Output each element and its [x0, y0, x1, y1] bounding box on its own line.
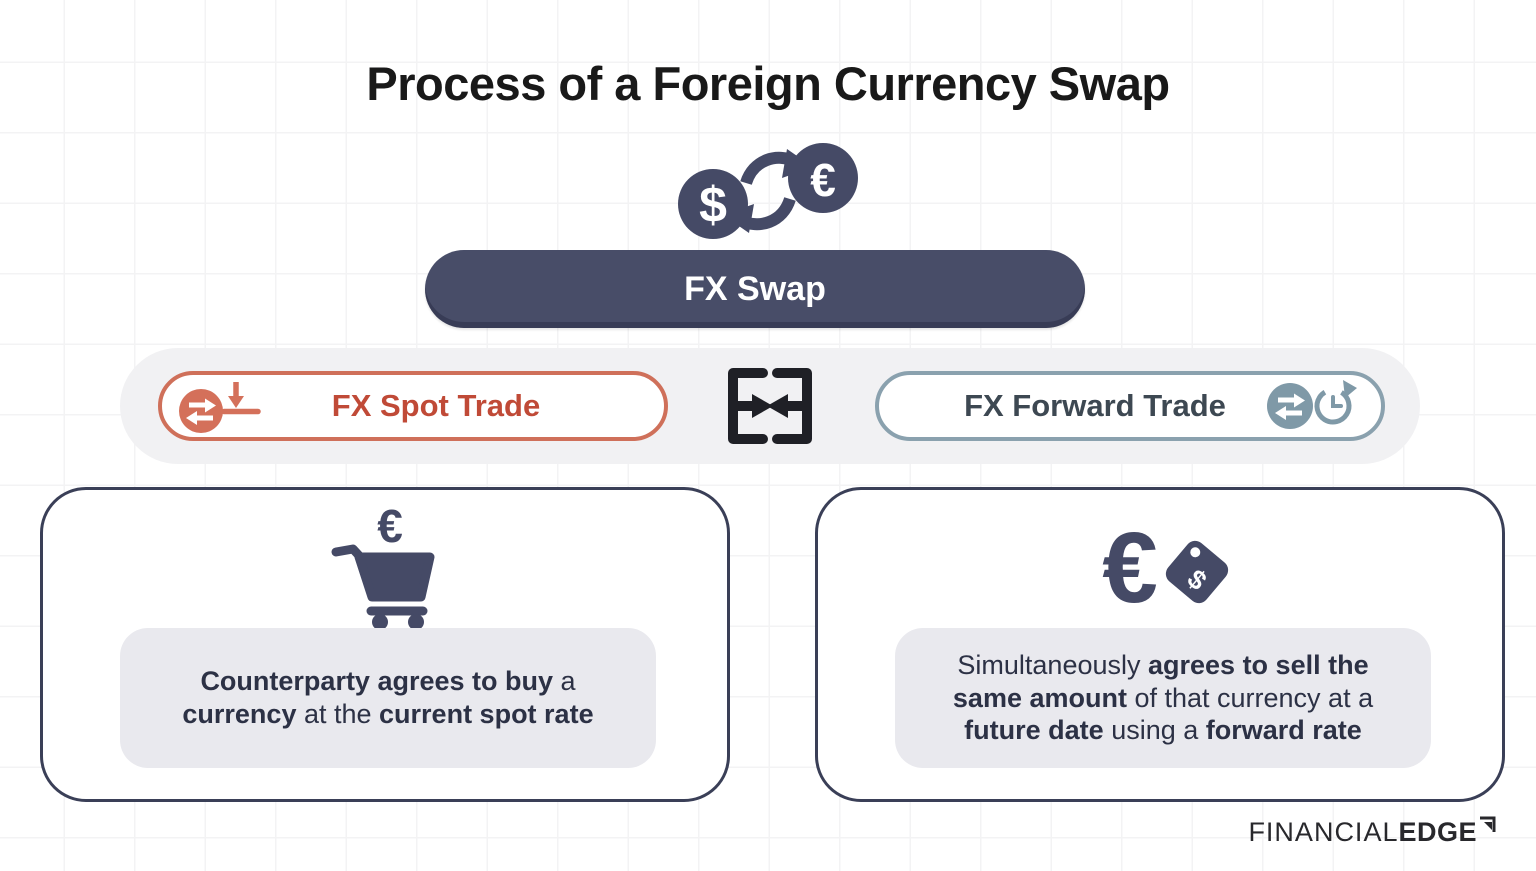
euro-shopping-cart-icon: €: [331, 500, 435, 630]
euro-price-tag-icon: € $: [1102, 512, 1229, 620]
fx-swap-node: FX Swap: [425, 250, 1085, 328]
fx-forward-trade-node: FX Forward Trade: [875, 371, 1385, 441]
spot-leg-text: Counterparty agrees to buy a currency at…: [182, 666, 594, 729]
legs-band: FX Spot Trade FX Forward Trade: [120, 348, 1420, 464]
logo-corner-mark-icon: [1480, 816, 1496, 832]
cart-euro-symbol: €: [377, 500, 403, 552]
dollar-symbol: $: [699, 177, 727, 233]
two-way-exchange-icon: [728, 368, 812, 444]
fx-spot-trade-node: FX Spot Trade: [158, 371, 668, 441]
euro-coin-icon: [788, 143, 858, 213]
forward-leg-card: € $ Simultaneously agrees to sell the sa…: [815, 487, 1505, 802]
logo-text-financial: FINANCIAL: [1248, 817, 1399, 847]
euro-symbol: €: [810, 154, 836, 206]
exchange-spot-settlement-icon: [179, 382, 261, 433]
tag-euro-symbol: €: [1102, 512, 1158, 620]
forward-leg-description: Simultaneously agrees to sell the same a…: [895, 628, 1431, 768]
logo-text-edge: EDGE: [1398, 817, 1477, 847]
dollar-euro-swap-icon: $ €: [678, 143, 858, 239]
spot-leg-card: € Counterparty agrees to buy a currency …: [40, 487, 730, 802]
financial-edge-logo: FINANCIAL EDGE: [1248, 816, 1496, 847]
dollar-coin-icon: [678, 169, 748, 239]
exchange-clock-icon: [1267, 380, 1357, 429]
fx-spot-trade-label: FX Spot Trade: [331, 388, 541, 423]
fx-forward-trade-label: FX Forward Trade: [964, 388, 1226, 423]
page-title: Process of a Foreign Currency Swap: [366, 57, 1170, 110]
spot-leg-description: Counterparty agrees to buy a currency at…: [120, 628, 656, 768]
fx-swap-label: FX Swap: [684, 269, 826, 308]
forward-leg-text: Simultaneously agrees to sell the same a…: [952, 649, 1374, 746]
